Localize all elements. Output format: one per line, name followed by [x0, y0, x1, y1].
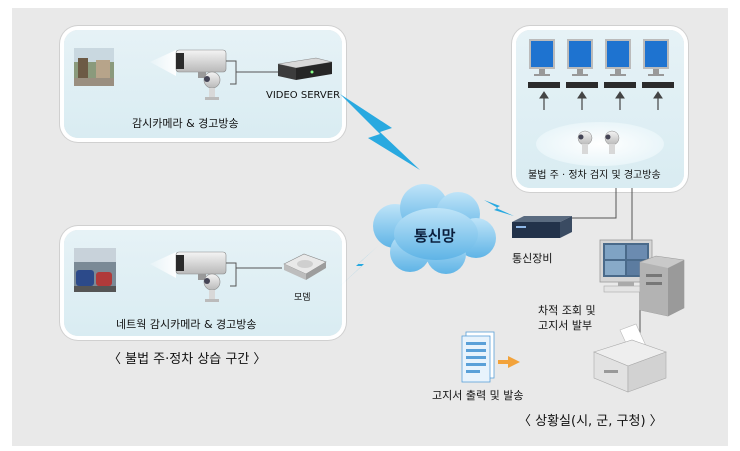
lookup-label-line2: 고지서 발부	[538, 319, 593, 332]
camera-beam-1	[150, 50, 176, 76]
monitor-icons	[529, 39, 669, 76]
panel-to-comm-line	[572, 188, 617, 219]
pc-workstation-icon	[599, 239, 685, 317]
network-cloud-label: 통신망	[414, 227, 456, 245]
video-server-icon	[277, 57, 333, 80]
cctv-camera-icon	[175, 49, 227, 78]
speaker-camera-icons	[577, 130, 620, 154]
control-room-caption: 〈 상황실(시, 군, 구청) 〉	[518, 414, 663, 429]
comm-device-icon	[512, 216, 572, 238]
camera-beam-2	[150, 252, 176, 278]
network-cloud-icon	[373, 184, 496, 274]
notice-document-icon	[461, 331, 495, 383]
camera-link-line	[226, 60, 237, 85]
network-panel-label: 네트웍 감시카메라 & 경고방송	[116, 318, 257, 331]
street-photo-1	[74, 48, 114, 86]
up-arrows	[539, 91, 663, 110]
modem-label: 모뎀	[294, 293, 311, 303]
lookup-label-line1: 차적 조회 및	[538, 304, 596, 317]
video-server-label: VIDEO SERVER	[266, 90, 341, 101]
comm-device-label: 통신장비	[512, 252, 553, 265]
network-camera-icon	[175, 251, 227, 280]
wireless-lightning-icon-1	[340, 94, 420, 170]
output-arrow-icon	[498, 356, 520, 368]
printer-icon	[593, 323, 667, 393]
zone-caption: 〈 불법 주·정차 상습 구간 〉	[108, 352, 267, 367]
print-send-label: 고지서 출력 및 발송	[432, 389, 524, 402]
wireless-lightning-icon-2	[340, 246, 378, 286]
camera-group-ellipse	[536, 122, 664, 166]
dome-speaker-icon	[203, 71, 221, 100]
modem-icon	[283, 253, 327, 280]
dome-speaker-icon-2	[203, 273, 221, 302]
camera-link-line-2	[226, 262, 237, 287]
recorder-icons	[528, 82, 674, 88]
detection-panel-label: 불법 주 · 정차 검지 및 경고방송	[528, 170, 661, 181]
wireless-lightning-icon-3	[484, 200, 514, 216]
camera-panel-label: 감시카메라 & 경고방송	[132, 117, 239, 130]
street-photo-2	[74, 248, 116, 292]
